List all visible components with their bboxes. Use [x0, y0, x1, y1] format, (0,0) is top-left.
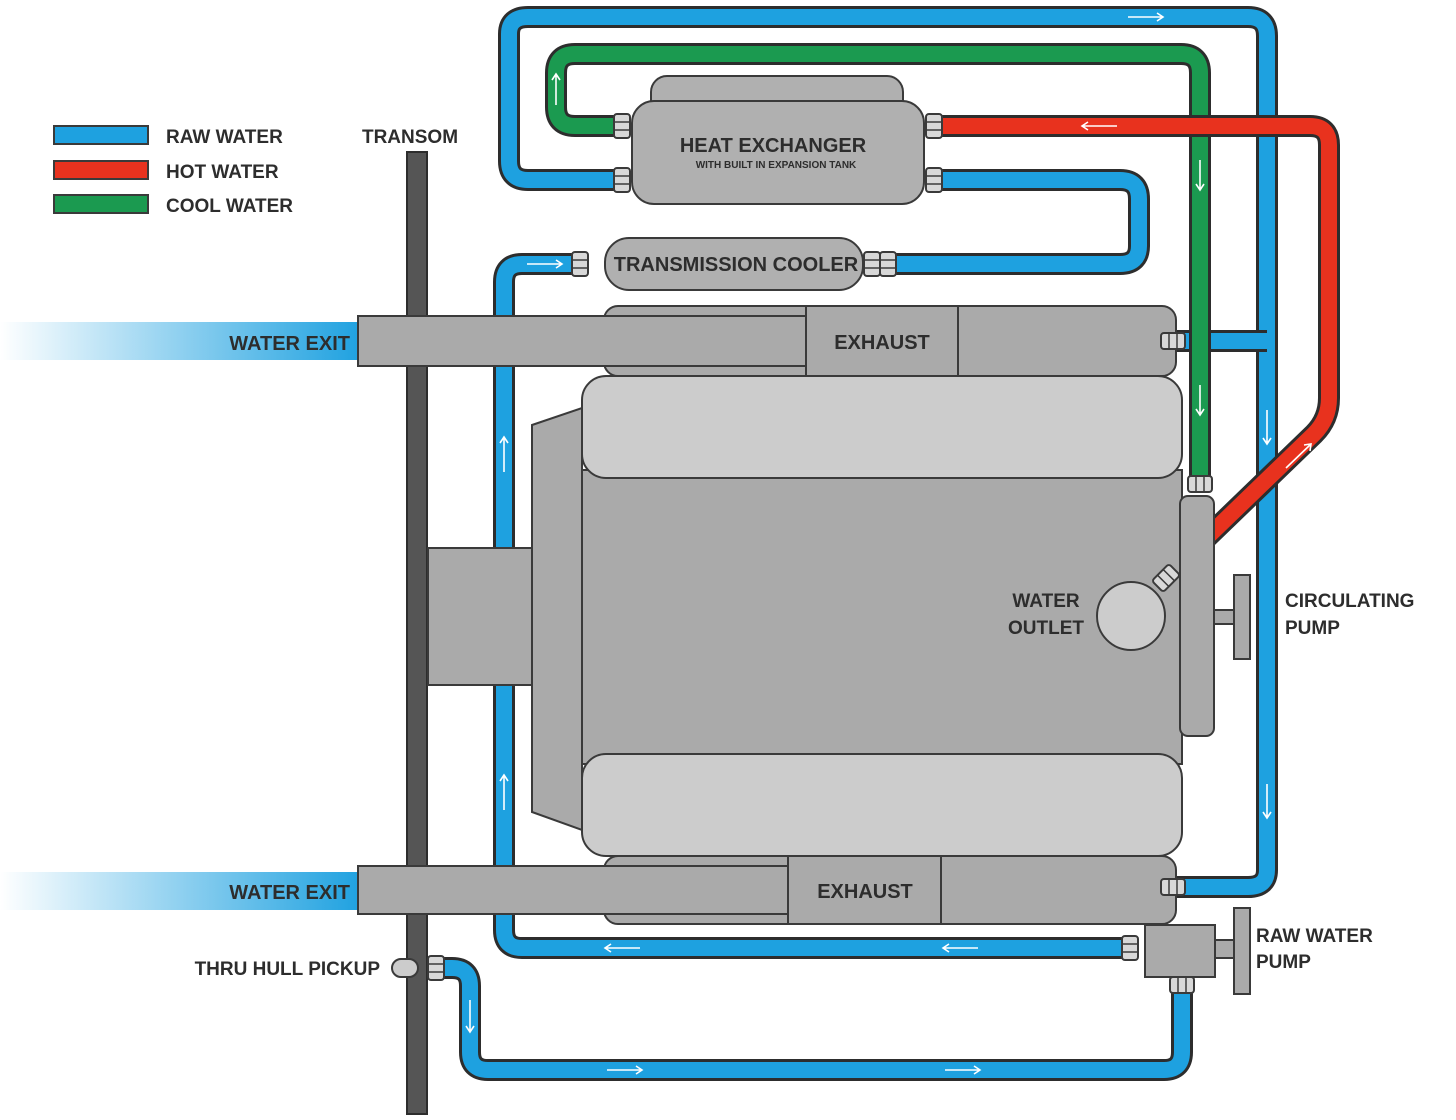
fitting-hx-hot [925, 113, 943, 139]
flow-arrow-left-icon [603, 943, 640, 953]
flow-arrow-up-icon [499, 435, 509, 472]
circulating-pump-label-line1: CIRCULATING [1285, 591, 1414, 612]
water-exit-top-label: WATER EXIT [229, 333, 350, 355]
engine-block-right-side [1179, 495, 1215, 737]
flow-arrow-right-icon [945, 1065, 982, 1075]
legend-label-raw-water: RAW WATER [166, 127, 283, 148]
legend: RAW WATER HOT WATER COOL WATER [53, 125, 293, 217]
flow-arrow-down-icon [465, 1000, 475, 1034]
engine-block [581, 469, 1183, 765]
flow-arrow-down-icon [1195, 160, 1205, 192]
fitting-cooler-left [571, 251, 589, 277]
fitting-hx-cool [613, 113, 631, 139]
transmission-cooler-label: TRANSMISSION COOLER [614, 254, 859, 276]
fitting-hx-raw-in [613, 167, 631, 193]
flow-arrow-down-icon [1262, 784, 1272, 820]
flow-arrow-up-icon [499, 773, 509, 810]
fitting-hx-raw-out [925, 167, 943, 193]
exhaust-top-label: EXHAUST [834, 332, 930, 354]
fitting-circulating-pump-inlet [1187, 475, 1213, 493]
engine-bellhousing [531, 406, 583, 832]
exhaust-bottom-label: EXHAUST [817, 881, 913, 903]
legend-label-cool-water: COOL WATER [166, 196, 293, 217]
fitting-exhaust-top [1160, 332, 1186, 350]
circulating-pump-label-line2: PUMP [1285, 618, 1340, 639]
flow-arrow-right-icon [1128, 12, 1165, 22]
exhaust-bottom: EXHAUST WATER EXIT [229, 855, 1177, 925]
flow-arrow-left-icon [1080, 121, 1117, 131]
thru-hull-pickup: THRU HULL PICKUP [195, 958, 419, 980]
legend-swatch-cool-water [53, 194, 149, 214]
water-outlet-label-line1: WATER [1012, 591, 1079, 612]
valve-cover-top [581, 375, 1183, 479]
water-exit-bottom-label: WATER EXIT [229, 882, 350, 904]
heat-exchanger: HEAT EXCHANGER WITH BUILT IN EXPANSION T… [631, 75, 925, 205]
flow-arrow-down-icon [1262, 410, 1272, 446]
engine-transmission [427, 547, 533, 686]
flow-arrows [465, 12, 1312, 1075]
fitting-exhaust-bottom [1160, 878, 1186, 896]
legend-swatch-hot-water [53, 160, 149, 180]
water-exit-plume-bottom [0, 872, 362, 910]
valve-cover-bottom [581, 753, 1183, 857]
flow-arrow-right-icon [607, 1065, 644, 1075]
fitting-raw-pump-bottom [1169, 976, 1195, 994]
water-outlet-label-line2: OUTLET [1008, 618, 1084, 639]
fitting-raw-pump-left [1121, 935, 1139, 961]
exhaust-top: EXHAUST WATER EXIT [229, 305, 1177, 377]
thru-hull-pickup-label: THRU HULL PICKUP [195, 959, 381, 980]
heat-exchanger-label: HEAT EXCHANGER [680, 135, 867, 157]
raw-water-pump: RAW WATER PUMP [1144, 907, 1373, 995]
circulating-pump: CIRCULATING PUMP [1213, 574, 1414, 660]
raw-water-pump-label-line2: PUMP [1256, 952, 1311, 973]
fitting-thru-hull [427, 955, 445, 981]
heat-exchanger-sublabel: WITH BUILT IN EXPANSION TANK [696, 160, 857, 171]
water-exit-plume-top [0, 322, 362, 360]
legend-label-hot-water: HOT WATER [166, 162, 279, 183]
water-outlet-housing [1096, 581, 1166, 651]
legend-swatch-raw-water [53, 125, 149, 145]
raw-water-pipe-hx-to-cooler [886, 169, 1150, 275]
fitting-cooler-right-inner [863, 251, 881, 277]
transmission-cooler: TRANSMISSION COOLER [604, 237, 864, 291]
raw-water-pipe-pickup-to-pump [436, 957, 1193, 1081]
fitting-cooler-right [879, 251, 897, 277]
flow-arrow-right-icon [527, 259, 564, 269]
flow-arrow-diagonal-icon [1285, 443, 1312, 469]
engine: WATER OUTLET [427, 375, 1215, 857]
transom-label: TRANSOM [362, 127, 458, 148]
raw-water-pump-label-line1: RAW WATER [1256, 926, 1373, 947]
flow-arrow-down-icon [1195, 385, 1205, 417]
flow-arrow-up-icon [551, 72, 561, 105]
flow-arrow-left-icon [941, 943, 978, 953]
